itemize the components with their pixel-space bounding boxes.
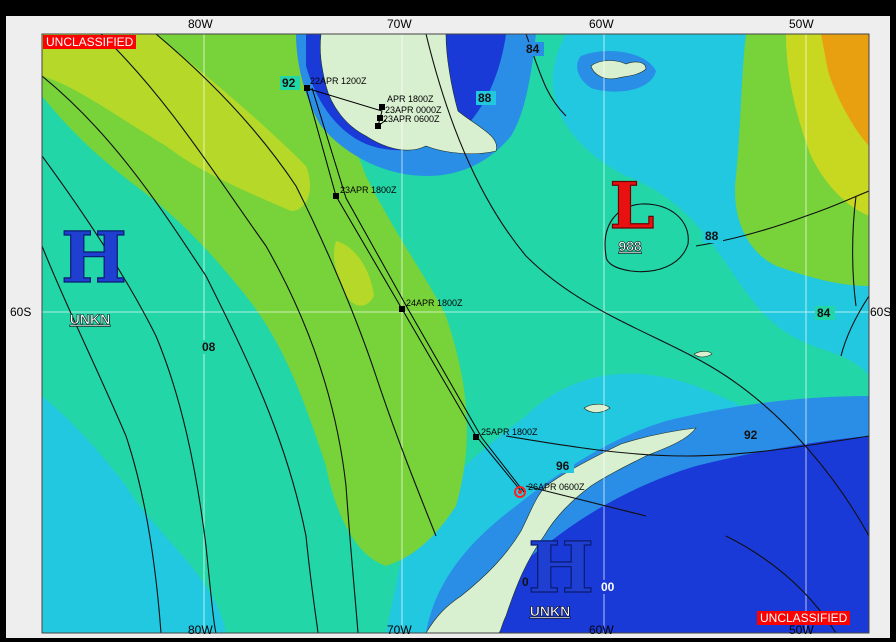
high-label-south: UNKN — [530, 603, 570, 619]
svg-text:88: 88 — [478, 91, 492, 105]
land-south-shetland — [583, 403, 611, 413]
high-pressure-west[interactable]: H UNKN — [60, 215, 127, 327]
lon-label-top-80w: 80W — [188, 17, 213, 31]
classification-badge-bottom: UNCLASSIFIED — [757, 611, 851, 625]
svg-text:0: 0 — [522, 575, 529, 589]
isobar-label-92-top: 92 — [280, 76, 300, 90]
land-falklands — [590, 60, 647, 80]
field-bottom-deep — [476, 436, 869, 633]
weather-map[interactable]: 22APR 1200Z APR 1800Z 23APR 0000Z 23APR … — [6, 16, 890, 638]
isobar-label-0: 0 — [522, 575, 529, 589]
current-position-dot — [518, 490, 522, 494]
track-label-5: 23APR 1800Z — [340, 185, 397, 195]
high-label-west: UNKN — [70, 311, 110, 327]
lon-label-top-60w: 60W — [589, 17, 614, 31]
svg-text:92: 92 — [282, 76, 296, 90]
lon-label-top-50w: 50W — [789, 17, 814, 31]
track-label-2: APR 1800Z — [387, 94, 434, 104]
lat-label-right-60s: 60S — [870, 305, 892, 319]
isobar-label-84-right: 84 — [815, 306, 835, 320]
isobar-label-08: 08 — [200, 340, 220, 354]
current-position-marker[interactable] — [514, 486, 526, 498]
track-label-7: 25APR 1800Z — [481, 427, 538, 437]
svg-text:88: 88 — [705, 229, 719, 243]
track-label-3: 23APR 0000Z — [385, 105, 442, 115]
high-symbol-west: H — [61, 216, 127, 299]
lon-label-bottom-70w: 70W — [387, 623, 412, 637]
land-island-small — [693, 351, 713, 358]
isobar-label-88-top: 88 — [476, 91, 496, 105]
classification-badge-top: UNCLASSIFIED — [43, 35, 137, 49]
plot-border — [41, 33, 870, 634]
field-yellow-green — [42, 34, 311, 211]
svg-text:84: 84 — [817, 306, 831, 320]
field-green — [42, 34, 467, 566]
map-panel: 22APR 1200Z APR 1800Z 23APR 0000Z 23APR … — [6, 16, 892, 638]
lon-label-bottom-80w: 80W — [188, 623, 213, 637]
lon-label-top-70w: 70W — [387, 17, 412, 31]
isobar-label-88-right: 88 — [703, 229, 723, 243]
svg-text:84: 84 — [526, 42, 540, 56]
land-south-america — [319, 34, 497, 155]
track-label-6: 24APR 1800Z — [406, 298, 463, 308]
svg-text:08: 08 — [202, 340, 216, 354]
svg-text:00: 00 — [601, 580, 615, 594]
low-symbol: L — [610, 169, 655, 244]
lat-label-left-60s: 60S — [10, 305, 32, 319]
field-right-orange — [821, 34, 869, 146]
isobar-label-00: 00 — [599, 580, 619, 594]
high-pressure-south[interactable]: H UNKN — [527, 525, 594, 619]
track-label-8: 26APR 0600Z — [528, 482, 585, 492]
svg-text:92: 92 — [744, 428, 758, 442]
lon-label-bottom-50w: 50W — [789, 623, 814, 637]
track-label-1: 22APR 1200Z — [310, 76, 367, 86]
low-label: 988 — [618, 238, 642, 254]
isobar-label-96: 96 — [554, 459, 574, 473]
low-pressure-east[interactable]: L 988 — [609, 168, 655, 254]
lon-label-bottom-60w: 60W — [589, 623, 614, 637]
isobar-label-92-right: 92 — [742, 428, 762, 442]
track-label-4: 23APR 0600Z — [383, 114, 440, 124]
isobars — [42, 34, 869, 633]
high-symbol-south: H — [528, 526, 594, 609]
land-antarctic-peninsula — [425, 427, 697, 633]
svg-text:96: 96 — [556, 459, 570, 473]
isobar-label-84-top: 84 — [524, 42, 544, 56]
track-markers — [304, 85, 479, 440]
